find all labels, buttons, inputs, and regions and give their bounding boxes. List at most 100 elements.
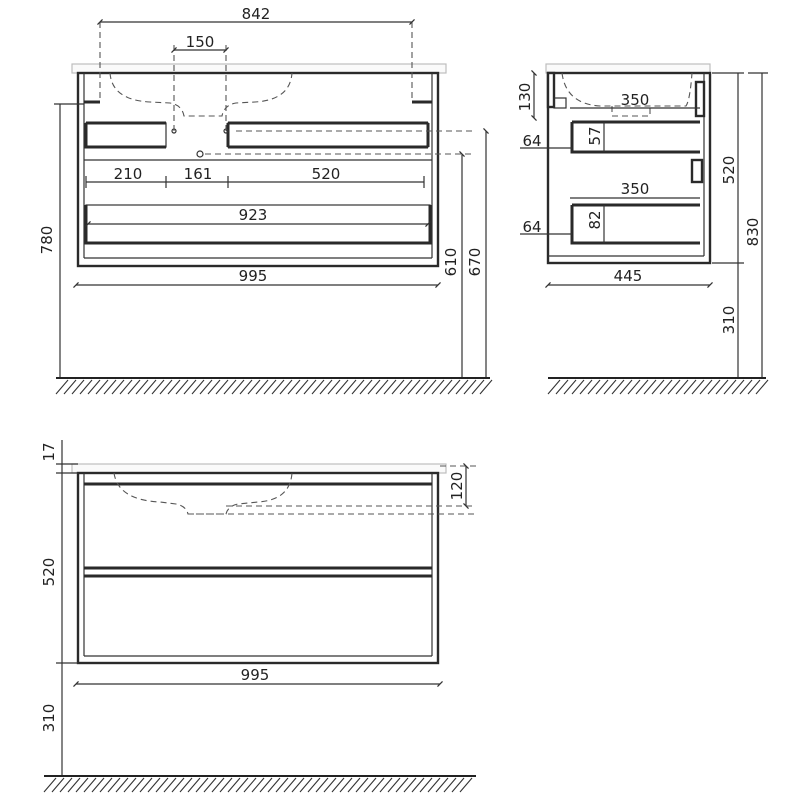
bottom-view: 120 17 520 310 995: [40, 440, 476, 793]
dim-lower-depth: 350: [621, 180, 650, 198]
hatch-line: [231, 379, 245, 395]
hatch-line: [383, 379, 397, 395]
hatch-line: [355, 777, 369, 793]
hatch-line: [75, 777, 89, 793]
hatch-line: [747, 379, 761, 395]
hatch-line: [99, 777, 113, 793]
hatch-line: [115, 777, 129, 793]
hatch-line: [95, 379, 109, 395]
hatch-line: [291, 777, 305, 793]
hatch-line: [203, 777, 217, 793]
hatch-line: [119, 379, 133, 395]
hatch-line: [371, 777, 385, 793]
bottom-countertop: [71, 463, 447, 474]
hatch-line: [547, 379, 561, 395]
hatch-line: [187, 777, 201, 793]
dim-side-top: 130: [516, 83, 534, 112]
hatch-line: [335, 379, 349, 395]
dim-bottom-width: 995: [241, 666, 270, 684]
hatch-line: [279, 379, 293, 395]
hatch-line: [563, 379, 577, 395]
hatch-line: [707, 379, 721, 395]
cabinet-body: [76, 71, 440, 268]
hatch-line: [407, 379, 421, 395]
hatch-line: [267, 777, 281, 793]
hatch-line: [175, 379, 189, 395]
hatch-line: [411, 777, 425, 793]
hatch-line: [363, 777, 377, 793]
hatch-line: [83, 777, 97, 793]
dim-lower-shelf: 82: [586, 210, 604, 229]
hatch-line: [43, 777, 57, 793]
hatch-line: [339, 777, 353, 793]
hatch-line: [387, 777, 401, 793]
hatch-line: [303, 379, 317, 395]
dim-body-height: 520: [720, 156, 738, 185]
hatch-line: [455, 379, 469, 395]
hatch-line: [359, 379, 373, 395]
hatch-line: [275, 777, 289, 793]
hatch-line: [471, 379, 485, 395]
hatch-line: [347, 777, 361, 793]
hatch-line: [403, 777, 417, 793]
hatch-line: [163, 777, 177, 793]
hatch-line: [755, 379, 769, 395]
hatch-line: [287, 379, 301, 395]
hatch-line: [699, 379, 713, 395]
hatch-line: [659, 379, 673, 395]
hatch-line: [255, 379, 269, 395]
hatch-line: [135, 379, 149, 395]
hatch-line: [147, 777, 161, 793]
hatch-line: [715, 379, 729, 395]
hatch-line: [199, 379, 213, 395]
hatch-line: [239, 379, 253, 395]
hatch-line: [667, 379, 681, 395]
hatch-line: [315, 777, 329, 793]
dim-drawer-left: 210: [114, 165, 143, 183]
hatch-line: [87, 379, 101, 395]
front-view: 842 150 210 161 520 923 995 780 610 670: [38, 5, 493, 395]
hatch-line: [251, 777, 265, 793]
hatch-line: [51, 777, 65, 793]
hatch-line: [419, 777, 433, 793]
hatch-line: [71, 379, 85, 395]
hatch-line: [327, 379, 341, 395]
hatch-line: [179, 777, 193, 793]
hatch-line: [723, 379, 737, 395]
dim-drawer-right: 520: [312, 165, 341, 183]
dim-lower-drawer: 923: [239, 206, 268, 224]
hatch-line: [235, 777, 249, 793]
side-view: 130 350 57 64 350 82 64 445 520 310 830: [516, 63, 769, 395]
hatch-line: [395, 777, 409, 793]
hatch-line: [263, 379, 277, 395]
hatch-line: [415, 379, 429, 395]
hatch-line: [691, 379, 705, 395]
dim-floor-gap: 310: [720, 306, 738, 335]
hatch-line: [463, 379, 477, 395]
hatch-line: [451, 777, 465, 793]
hatch-line: [739, 379, 753, 395]
dim-sink-depth: 120: [448, 472, 466, 501]
dim-height-610: 610: [442, 248, 460, 277]
hatch-line: [627, 379, 641, 395]
hatch-line: [67, 777, 81, 793]
hatch-line: [603, 379, 617, 395]
dim-siphon-offset: 150: [186, 33, 215, 51]
bottom-floor-hatch: [43, 777, 473, 793]
hatch-line: [579, 379, 593, 395]
hatch-line: [555, 379, 569, 395]
hatch-line: [447, 379, 461, 395]
floor-hatch: [55, 379, 493, 395]
dim-height-total: 780: [38, 226, 56, 255]
hatch-line: [619, 379, 633, 395]
hatch-line: [295, 379, 309, 395]
dim-width: 995: [239, 267, 268, 285]
hatch-line: [151, 379, 165, 395]
hatch-line: [635, 379, 649, 395]
side-floor-hatch: [547, 379, 769, 395]
dim-upper-shelf: 57: [586, 126, 604, 145]
hatch-line: [399, 379, 413, 395]
hatch-line: [443, 777, 457, 793]
hatch-line: [375, 379, 389, 395]
hatch-line: [379, 777, 393, 793]
